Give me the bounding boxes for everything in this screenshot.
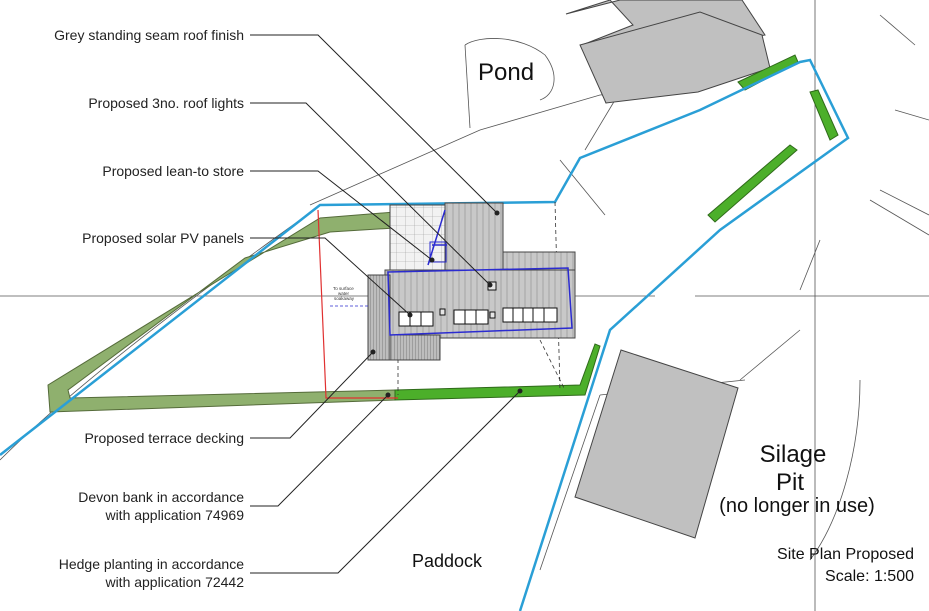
solar-pv-panels [398,307,558,327]
place-silage-2: Pit [776,469,804,496]
proposal-outline [387,209,573,336]
label-solar-pv: Proposed solar PV panels [82,230,244,246]
soakaway-text-2: water [338,291,350,296]
devon-bank [47,211,396,413]
main-roof-upper [444,202,504,279]
title-scale: Scale: 1:500 [825,568,914,585]
soakaway-annotation: To surface water soakaway [330,286,368,307]
title-site-plan: Site Plan Proposed [777,546,914,563]
leader-lines [250,34,521,574]
label-hedge-2: with application 72442 [104,574,244,590]
hedge-planting [394,343,601,401]
place-pond: Pond [478,59,534,86]
proposal-outline-stair [429,241,447,263]
main-roof-lower [384,269,576,339]
hedge-planting-east-1 [809,89,839,141]
label-roof-finish: Grey standing seam roof finish [54,27,244,43]
place-silage-3: (no longer in use) [719,495,875,517]
label-devon-bank-1: Devon bank in accordance [78,489,244,505]
label-roof-lights: Proposed 3no. roof lights [88,95,244,111]
lean-to-store [389,204,446,276]
label-hedge-1: Hedge planting in accordance [59,556,244,572]
place-paddock: Paddock [412,551,483,571]
place-silage-1: Silage [760,441,827,468]
soakaway-text-3: soakaway [334,296,355,301]
red-planning-line [317,209,398,399]
terrace-decking [367,274,391,361]
leader-dots [370,210,523,398]
silage-pit-building [574,349,739,539]
hedge-planting-east-2 [707,144,798,223]
label-lean-to-store: Proposed lean-to store [102,163,244,179]
terrace-decking-lower [389,334,441,361]
label-devon-bank-2: with application 74969 [104,507,244,523]
soakaway-text-1: To surface [333,286,354,291]
label-terrace-decking: Proposed terrace decking [84,430,244,446]
